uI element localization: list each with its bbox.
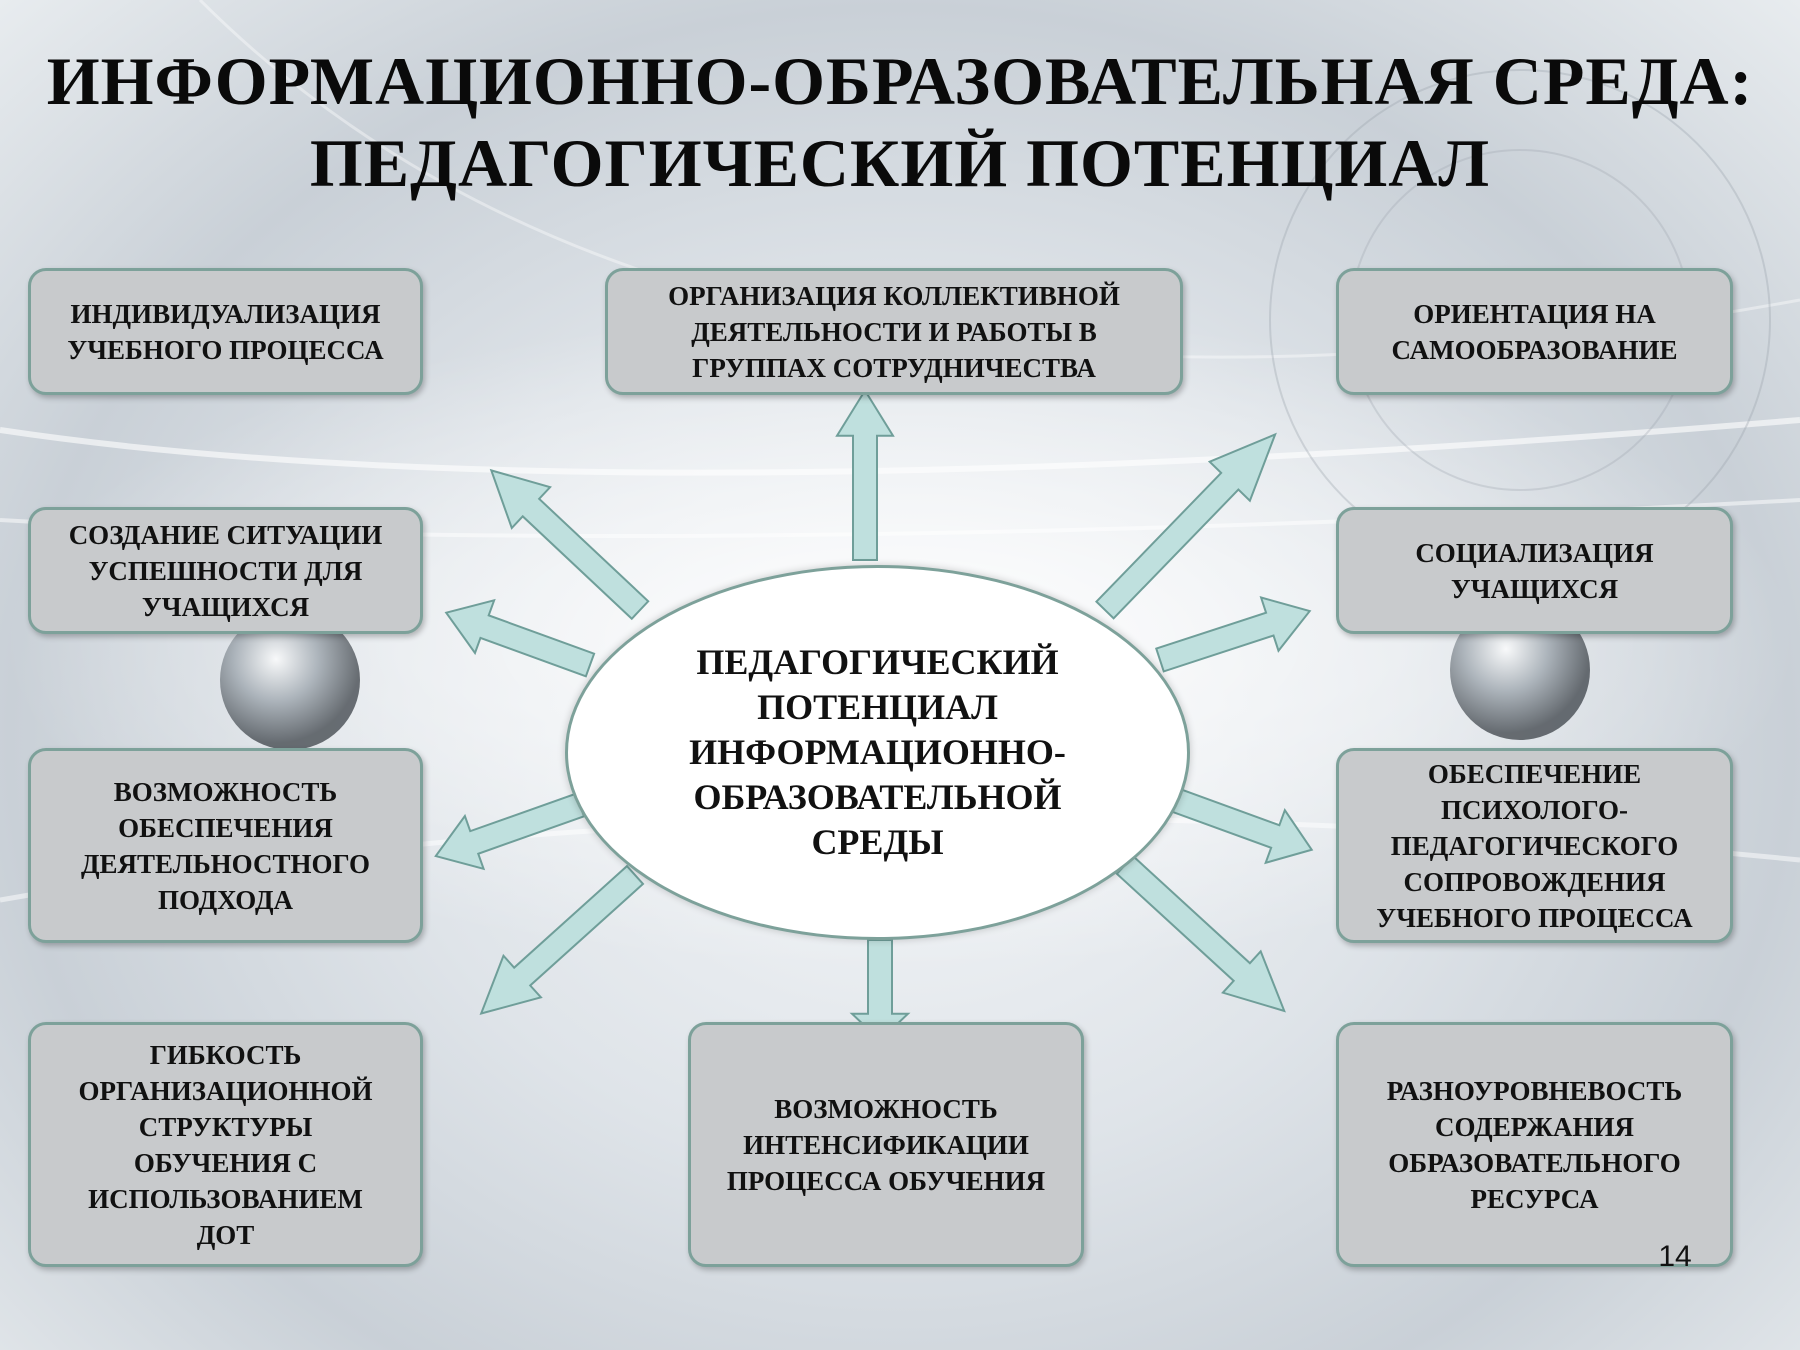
node-label: СОЦИАЛИЗАЦИЯ УЧАЩИХСЯ <box>1415 537 1654 604</box>
node-multilevel: РАЗНОУРОВНЕВОСТЬ СОДЕРЖАНИЯ ОБРАЗОВАТЕЛЬ… <box>1336 1022 1733 1267</box>
node-label: ВОЗМОЖНОСТЬ ИНТЕНСИФИКАЦИИ ПРОЦЕССА ОБУЧ… <box>726 1093 1046 1196</box>
arrow-to-self-education <box>1085 415 1295 630</box>
center-ellipse: ПЕДАГОГИЧЕСКИЙ ПОТЕНЦИАЛ ИНФОРМАЦИОННО- … <box>565 565 1190 940</box>
node-label: ОБЕСПЕЧЕНИЕ ПСИХОЛОГО- ПЕДАГОГИЧЕСКОГО С… <box>1376 758 1693 933</box>
node-label: ВОЗМОЖНОСТЬ ОБЕСПЕЧЕНИЯ ДЕЯТЕЛЬНОСТНОГО … <box>80 776 371 915</box>
arrow-to-success-situation <box>437 586 600 691</box>
node-intensification: ВОЗМОЖНОСТЬ ИНТЕНСИФИКАЦИИ ПРОЦЕССА ОБУЧ… <box>688 1022 1084 1267</box>
title-line-1: ИНФОРМАЦИОННО-ОБРАЗОВАТЕЛЬНАЯ СРЕДА: <box>46 43 1754 119</box>
node-socialization: СОЦИАЛИЗАЦИЯ УЧАЩИХСЯ <box>1336 507 1733 634</box>
node-label: РАЗНОУРОВНЕВОСТЬ СОДЕРЖАНИЯ ОБРАЗОВАТЕЛЬ… <box>1386 1075 1683 1214</box>
node-label: ОРГАНИЗАЦИЯ КОЛЛЕКТИВНОЙ ДЕЯТЕЛЬНОСТИ И … <box>668 280 1120 383</box>
page-number: 14 <box>1658 1240 1692 1273</box>
arrow-to-individualization <box>472 450 659 630</box>
node-self-education: ОРИЕНТАЦИЯ НА САМООБРАЗОВАНИЕ <box>1336 268 1733 395</box>
arrow-to-psych-support <box>1165 774 1321 876</box>
arrow-to-socialization <box>1151 584 1318 686</box>
arrow-to-collective-work <box>837 391 893 561</box>
node-collective-work: ОРГАНИЗАЦИЯ КОЛЛЕКТИВНОЙ ДЕЯТЕЛЬНОСТИ И … <box>605 268 1183 395</box>
node-label: СОЗДАНИЕ СИТУАЦИИ УСПЕШНОСТИ ДЛЯ УЧАЩИХС… <box>68 519 383 622</box>
node-label: ГИБКОСТЬ ОРГАНИЗАЦИОННОЙ СТРУКТУРЫ ОБУЧЕ… <box>78 1039 373 1250</box>
node-label: ИНДИВИДУАЛИЗАЦИЯ УЧЕБНОГО ПРОЦЕССА <box>67 298 384 365</box>
node-psych-support: ОБЕСПЕЧЕНИЕ ПСИХОЛОГО- ПЕДАГОГИЧЕСКОГО С… <box>1336 748 1733 943</box>
arrow-to-multilevel <box>1106 844 1303 1031</box>
title-line-2: ПЕДАГОГИЧЕСКИЙ ПОТЕНЦИАЛ <box>309 125 1491 201</box>
node-success-situation: СОЗДАНИЕ СИТУАЦИИ УСПЕШНОСТИ ДЛЯ УЧАЩИХС… <box>28 507 423 634</box>
node-activity-approach: ВОЗМОЖНОСТЬ ОБЕСПЕЧЕНИЯ ДЕЯТЕЛЬНОСТНОГО … <box>28 748 423 943</box>
node-label: ОРИЕНТАЦИЯ НА САМООБРАЗОВАНИЕ <box>1391 298 1678 365</box>
node-individualization: ИНДИВИДУАЛИЗАЦИЯ УЧЕБНОГО ПРОЦЕССА <box>28 268 423 395</box>
node-flexibility: ГИБКОСТЬ ОРГАНИЗАЦИОННОЙ СТРУКТУРЫ ОБУЧЕ… <box>28 1022 423 1267</box>
page-title: ИНФОРМАЦИОННО-ОБРАЗОВАТЕЛЬНАЯ СРЕДА: ПЕД… <box>0 40 1800 204</box>
arrow-to-activity-approach <box>426 779 589 883</box>
arrow-to-flexibility <box>462 854 653 1034</box>
center-label: ПЕДАГОГИЧЕСКИЙ ПОТЕНЦИАЛ ИНФОРМАЦИОННО- … <box>689 642 1066 862</box>
